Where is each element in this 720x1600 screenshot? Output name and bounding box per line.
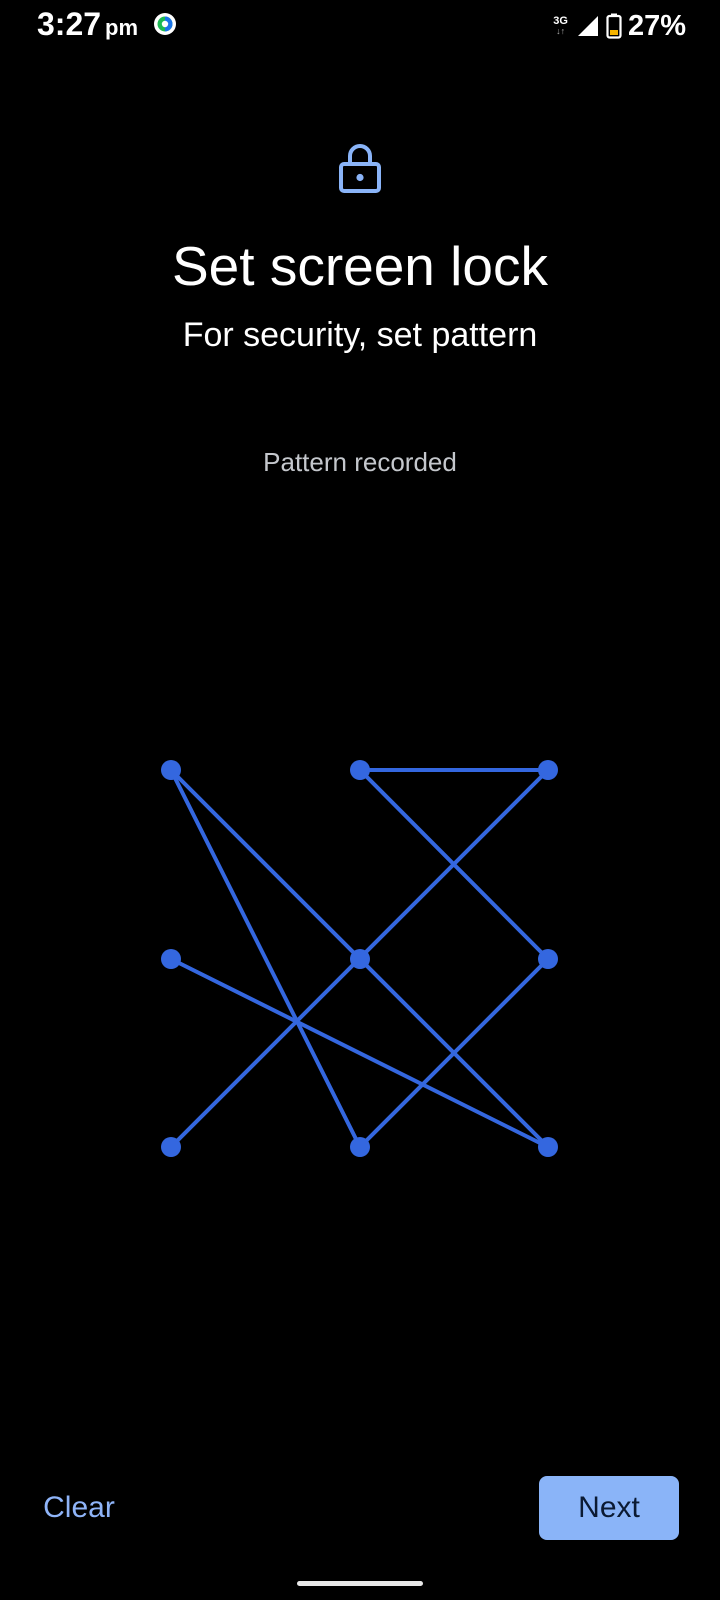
page-title: Set screen lock — [171, 235, 548, 297]
pattern-status-text: Pattern recorded — [263, 447, 457, 477]
status-right-group: 3G ↓↑ 27% — [553, 6, 686, 46]
lock-icon — [339, 144, 381, 193]
page-subtitle: For security, set pattern — [182, 316, 538, 354]
next-button[interactable]: Next — [539, 1476, 679, 1540]
battery-icon — [606, 13, 622, 39]
status-time-value: 3:27 — [37, 6, 102, 42]
network-type-label: 3G — [553, 15, 568, 27]
app-notification-icon — [154, 13, 176, 35]
network-type: 3G ↓↑ — [553, 16, 568, 36]
data-activity-icon: ↓↑ — [556, 26, 566, 36]
pattern-input-area[interactable] — [120, 720, 600, 1180]
status-time-ampm: pm — [105, 15, 139, 40]
clear-button[interactable]: Clear — [20, 1476, 138, 1540]
battery-percent: 27% — [627, 9, 686, 42]
signal-icon — [577, 16, 598, 36]
home-indicator[interactable] — [297, 1581, 423, 1586]
